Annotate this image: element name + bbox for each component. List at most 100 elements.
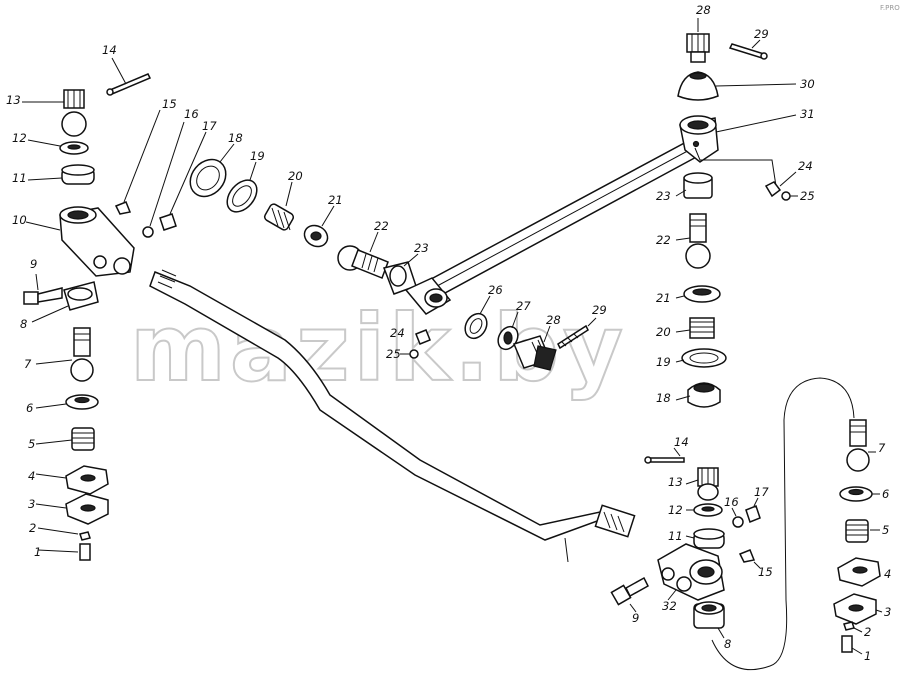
- part-19-ring-right: [675, 348, 727, 368]
- part-20-spring-right: [675, 317, 715, 339]
- label-12-right: 12: [668, 503, 683, 517]
- label-25-right: 25: [800, 189, 815, 203]
- label-5-right: 5: [882, 523, 889, 537]
- label-24-right: 24: [798, 159, 813, 173]
- tie-rod-tube: [149, 269, 636, 563]
- label-3-right: 3: [884, 605, 891, 619]
- part-15-fitting-right: [738, 549, 761, 569]
- label-10: 10: [12, 213, 27, 227]
- label-5-left: 5: [28, 437, 35, 451]
- label-20-middle: 20: [288, 169, 303, 183]
- part-13-castle-nut-right: [685, 467, 719, 501]
- part-3-plate-right: [833, 593, 883, 625]
- assembly-bracket-line: [711, 377, 855, 671]
- label-6-right: 6: [882, 487, 889, 501]
- label-23-middle: 23: [414, 241, 429, 255]
- part-18-cap-middle: [189, 143, 235, 198]
- label-4-right: 4: [884, 567, 891, 581]
- part-19-ring-middle: [226, 161, 258, 213]
- label-18-right: 18: [656, 391, 671, 405]
- label-12-left: 12: [12, 131, 27, 145]
- part-29-cotter-pin-middle: [557, 317, 597, 350]
- part-1-bolt-right: [841, 635, 863, 655]
- label-16-left: 16: [184, 107, 199, 121]
- part-12-washer-left: [27, 111, 89, 155]
- part-9-bolt-left: [23, 273, 63, 305]
- part-11-bushing-left: [27, 164, 95, 185]
- part-28-castle-nut-middle: [512, 325, 557, 371]
- part-28-castle-nut-top: [686, 18, 710, 63]
- label-13-right: 13: [668, 475, 683, 489]
- part-22-ball-pin-middle: [337, 231, 389, 279]
- part-5-spring-right: [845, 519, 880, 543]
- part-7-ball-pin-right: [846, 419, 876, 472]
- part-8-clamp-left: [31, 281, 99, 323]
- label-7-left: 7: [24, 357, 32, 371]
- label-9-right: 9: [632, 611, 639, 625]
- label-17-right: 17: [754, 485, 769, 499]
- part-10-tie-rod-end-left: [25, 206, 135, 277]
- part-5-spring-left: [35, 427, 95, 451]
- label-19-middle: 19: [250, 149, 265, 163]
- part-labels: 1 2 3 4 5 6 7 8 9 10 11 12 13 14 15 16 1…: [6, 3, 891, 663]
- label-9-left: 9: [30, 257, 37, 271]
- label-8-right: 8: [724, 637, 731, 651]
- part-29-cotter-pin-top: [728, 39, 768, 60]
- part-6-seat-left: [35, 394, 99, 410]
- part-14-cotter-pin-right: [644, 447, 685, 464]
- part-7-ball-pin-left: [35, 327, 94, 382]
- part-21-bushing-middle: [303, 205, 335, 248]
- part-25-cap-right: [781, 191, 798, 201]
- part-26-ring: [464, 295, 491, 340]
- label-27: 27: [516, 299, 531, 313]
- label-22-right: 22: [656, 233, 671, 247]
- drag-link-end-eye: [404, 277, 452, 315]
- part-24-grease-fitting-right: [764, 171, 797, 198]
- part-4-cover-right: [837, 557, 881, 587]
- part-31-arm-eye: [679, 114, 797, 187]
- part-2-washer-right: [843, 621, 863, 633]
- label-32: 32: [662, 599, 677, 613]
- label-15-left: 15: [162, 97, 177, 111]
- label-14-left: 14: [102, 43, 117, 57]
- label-30: 30: [800, 77, 815, 91]
- label-20-right: 20: [656, 325, 671, 339]
- part-16-nut-right: [731, 507, 744, 528]
- part-4-cover-left: [35, 465, 109, 495]
- part-21-bushing-right: [675, 285, 721, 303]
- part-1-bolt-left: [37, 543, 91, 561]
- part-17-nut-left: [159, 131, 207, 231]
- label-29-middle: 29: [592, 303, 607, 317]
- label-17-left: 17: [202, 119, 217, 133]
- label-1-right: 1: [864, 649, 871, 663]
- label-3-left: 3: [28, 497, 35, 511]
- part-30-dust-boot: [677, 71, 797, 101]
- part-27-washer: [497, 311, 519, 351]
- part-18-cap-right: [675, 382, 721, 408]
- label-24-middle: 24: [390, 326, 405, 340]
- label-13-left: 13: [6, 93, 21, 107]
- part-2-washer-left: [37, 527, 91, 541]
- part-12-washer-right: [686, 503, 723, 517]
- label-1-left: 1: [34, 545, 41, 559]
- part-25-cap-middle: [400, 349, 419, 359]
- label-15-right: 15: [758, 565, 773, 579]
- label-28-top: 28: [696, 3, 711, 17]
- part-24-fitting-middle: [415, 329, 431, 345]
- part-23-nut-middle: [382, 253, 419, 295]
- part-22-ball-pin-right: [675, 213, 711, 269]
- part-14-cotter-pin-left: [106, 57, 152, 96]
- part-11-bushing-right: [685, 528, 725, 549]
- part-15-fitting-left: [114, 109, 161, 215]
- label-7-right: 7: [878, 441, 886, 455]
- label-21-right: 21: [656, 291, 671, 305]
- label-16-right: 16: [724, 495, 739, 509]
- label-26: 26: [488, 283, 503, 297]
- label-25-middle: 25: [386, 347, 401, 361]
- label-6-left: 6: [26, 401, 33, 415]
- label-2-right: 2: [864, 625, 871, 639]
- label-4-left: 4: [28, 469, 35, 483]
- label-8-left: 8: [20, 317, 27, 331]
- corner-mark: F.PRO: [880, 4, 900, 12]
- label-18-middle: 18: [228, 131, 243, 145]
